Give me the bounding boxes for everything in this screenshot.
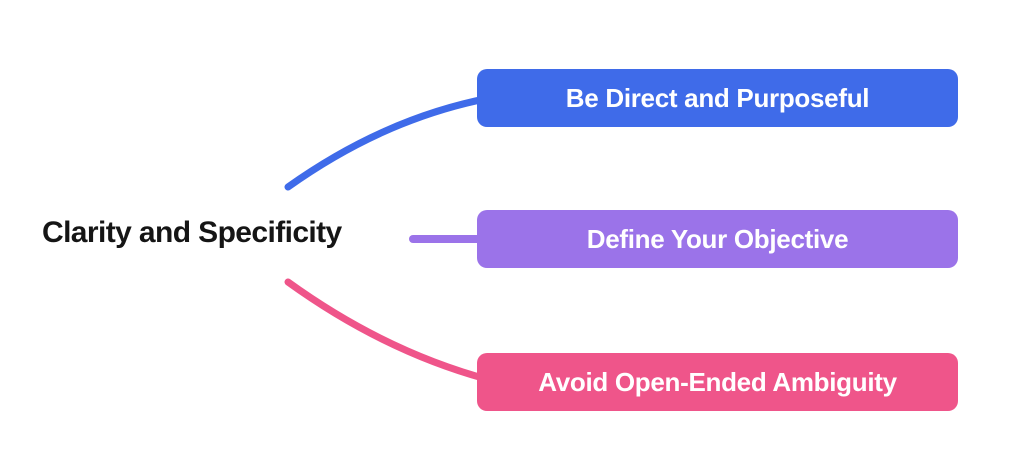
root-node-label[interactable]: Clarity and Specificity: [42, 216, 342, 249]
node-label: Be Direct and Purposeful: [565, 82, 870, 113]
node-define-your-objective[interactable]: Define Your Objective: [477, 210, 958, 268]
node-label: Define Your Objective: [586, 223, 849, 254]
node-avoid-open-ended-ambiguity[interactable]: Avoid Open-Ended Ambiguity: [477, 353, 958, 411]
connector-be-direct: [284, 94, 494, 191]
node-be-direct-and-purposeful[interactable]: Be Direct and Purposeful: [477, 69, 958, 127]
node-label: Avoid Open-Ended Ambiguity: [538, 366, 897, 397]
connector-avoid-ambiguity: [284, 278, 494, 384]
